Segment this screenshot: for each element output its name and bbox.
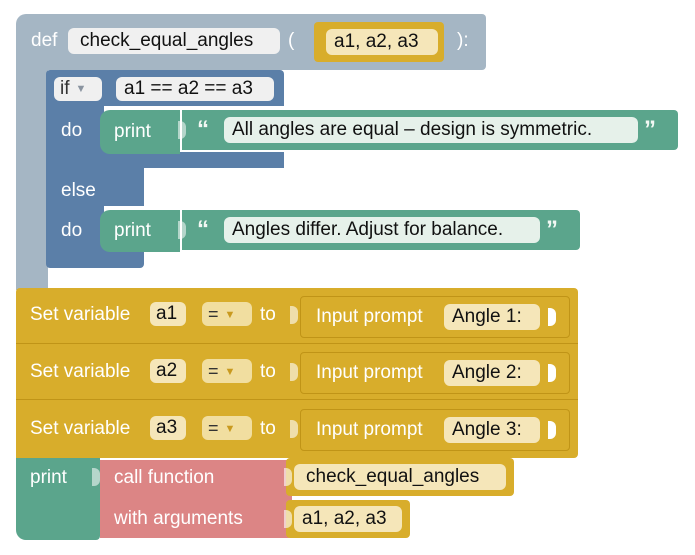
open-quote-icon: “ (197, 116, 209, 143)
input-prompt-label: Input prompt (316, 419, 423, 440)
input-prompt-label: Input prompt (316, 362, 423, 383)
do-label-true: do (61, 120, 83, 141)
if-block-else-strip (46, 168, 144, 206)
connector-notch (290, 420, 298, 438)
operator-dropdown[interactable]: =▼ (202, 416, 252, 440)
prompt-text-field[interactable]: Angle 2: (444, 360, 540, 386)
if-block-mid-strip (100, 152, 284, 168)
print-block-false[interactable] (100, 210, 180, 252)
if-dropdown[interactable]: if ▼ (54, 77, 102, 101)
params-field[interactable]: a1, a2, a3 (326, 29, 438, 55)
dropdown-arrow-icon: ▼ (75, 83, 87, 95)
dropdown-arrow-icon: ▼ (224, 423, 236, 435)
variable-name-field[interactable]: a3 (150, 416, 186, 440)
variable-name-field[interactable]: a1 (150, 302, 186, 326)
connector-notch (284, 468, 292, 486)
else-label: else (61, 180, 96, 201)
do-label-false: do (61, 220, 83, 241)
call-function-name-field[interactable]: check_equal_angles (294, 464, 506, 490)
to-label: to (260, 361, 276, 382)
prompt-text-field[interactable]: Angle 1: (444, 304, 540, 330)
dropdown-arrow-icon: ▼ (224, 309, 236, 321)
connector-notch (290, 363, 298, 381)
connector-notch (548, 308, 556, 326)
connector-notch (92, 468, 100, 486)
connector-notch (178, 121, 186, 139)
condition-field[interactable]: a1 == a2 == a3 (116, 77, 274, 101)
print-label-true: print (114, 121, 151, 142)
close-quote-icon: ” (644, 116, 656, 143)
connector-notch (284, 510, 292, 528)
with-arguments-label: with arguments (114, 508, 243, 529)
print-text-field-false[interactable]: Angles differ. Adjust for balance. (224, 217, 540, 243)
connector-notch (178, 221, 186, 239)
connector-notch (290, 306, 298, 324)
connector-notch (548, 364, 556, 382)
function-def-body-bar (16, 66, 48, 290)
input-prompt-block[interactable] (300, 352, 570, 394)
function-name-field[interactable]: check_equal_angles (68, 28, 280, 54)
to-label: to (260, 418, 276, 439)
dropdown-arrow-icon: ▼ (224, 366, 236, 378)
open-quote-icon: “ (197, 216, 209, 243)
print-block-true[interactable] (100, 110, 180, 154)
variable-name-field[interactable]: a2 (150, 359, 186, 383)
open-paren: ( (288, 30, 295, 51)
operator-dropdown[interactable]: =▼ (202, 302, 252, 326)
input-prompt-label: Input prompt (316, 306, 423, 327)
to-label: to (260, 304, 276, 325)
set-variable-label: Set variable (30, 418, 131, 439)
if-block-bottom-strip (46, 250, 144, 268)
close-paren: ): (457, 30, 469, 51)
def-label: def (31, 30, 58, 51)
print-call-block[interactable] (16, 458, 100, 540)
close-quote-icon: ” (546, 216, 558, 243)
connector-notch (548, 421, 556, 439)
operator-dropdown[interactable]: =▼ (202, 359, 252, 383)
print-text-field-true[interactable]: All angles are equal – design is symmetr… (224, 117, 638, 143)
operator-label: = (208, 418, 219, 438)
print-label-false: print (114, 220, 151, 241)
print-call-label: print (30, 467, 67, 488)
operator-label: = (208, 361, 219, 381)
arguments-field[interactable]: a1, a2, a3 (294, 506, 402, 532)
if-label: if (60, 78, 70, 99)
set-variable-label: Set variable (30, 361, 131, 382)
set-variable-label: Set variable (30, 304, 131, 325)
call-function-label: call function (114, 467, 215, 488)
operator-label: = (208, 304, 219, 324)
call-function-block[interactable] (100, 460, 292, 538)
prompt-text-field[interactable]: Angle 3: (444, 417, 540, 443)
